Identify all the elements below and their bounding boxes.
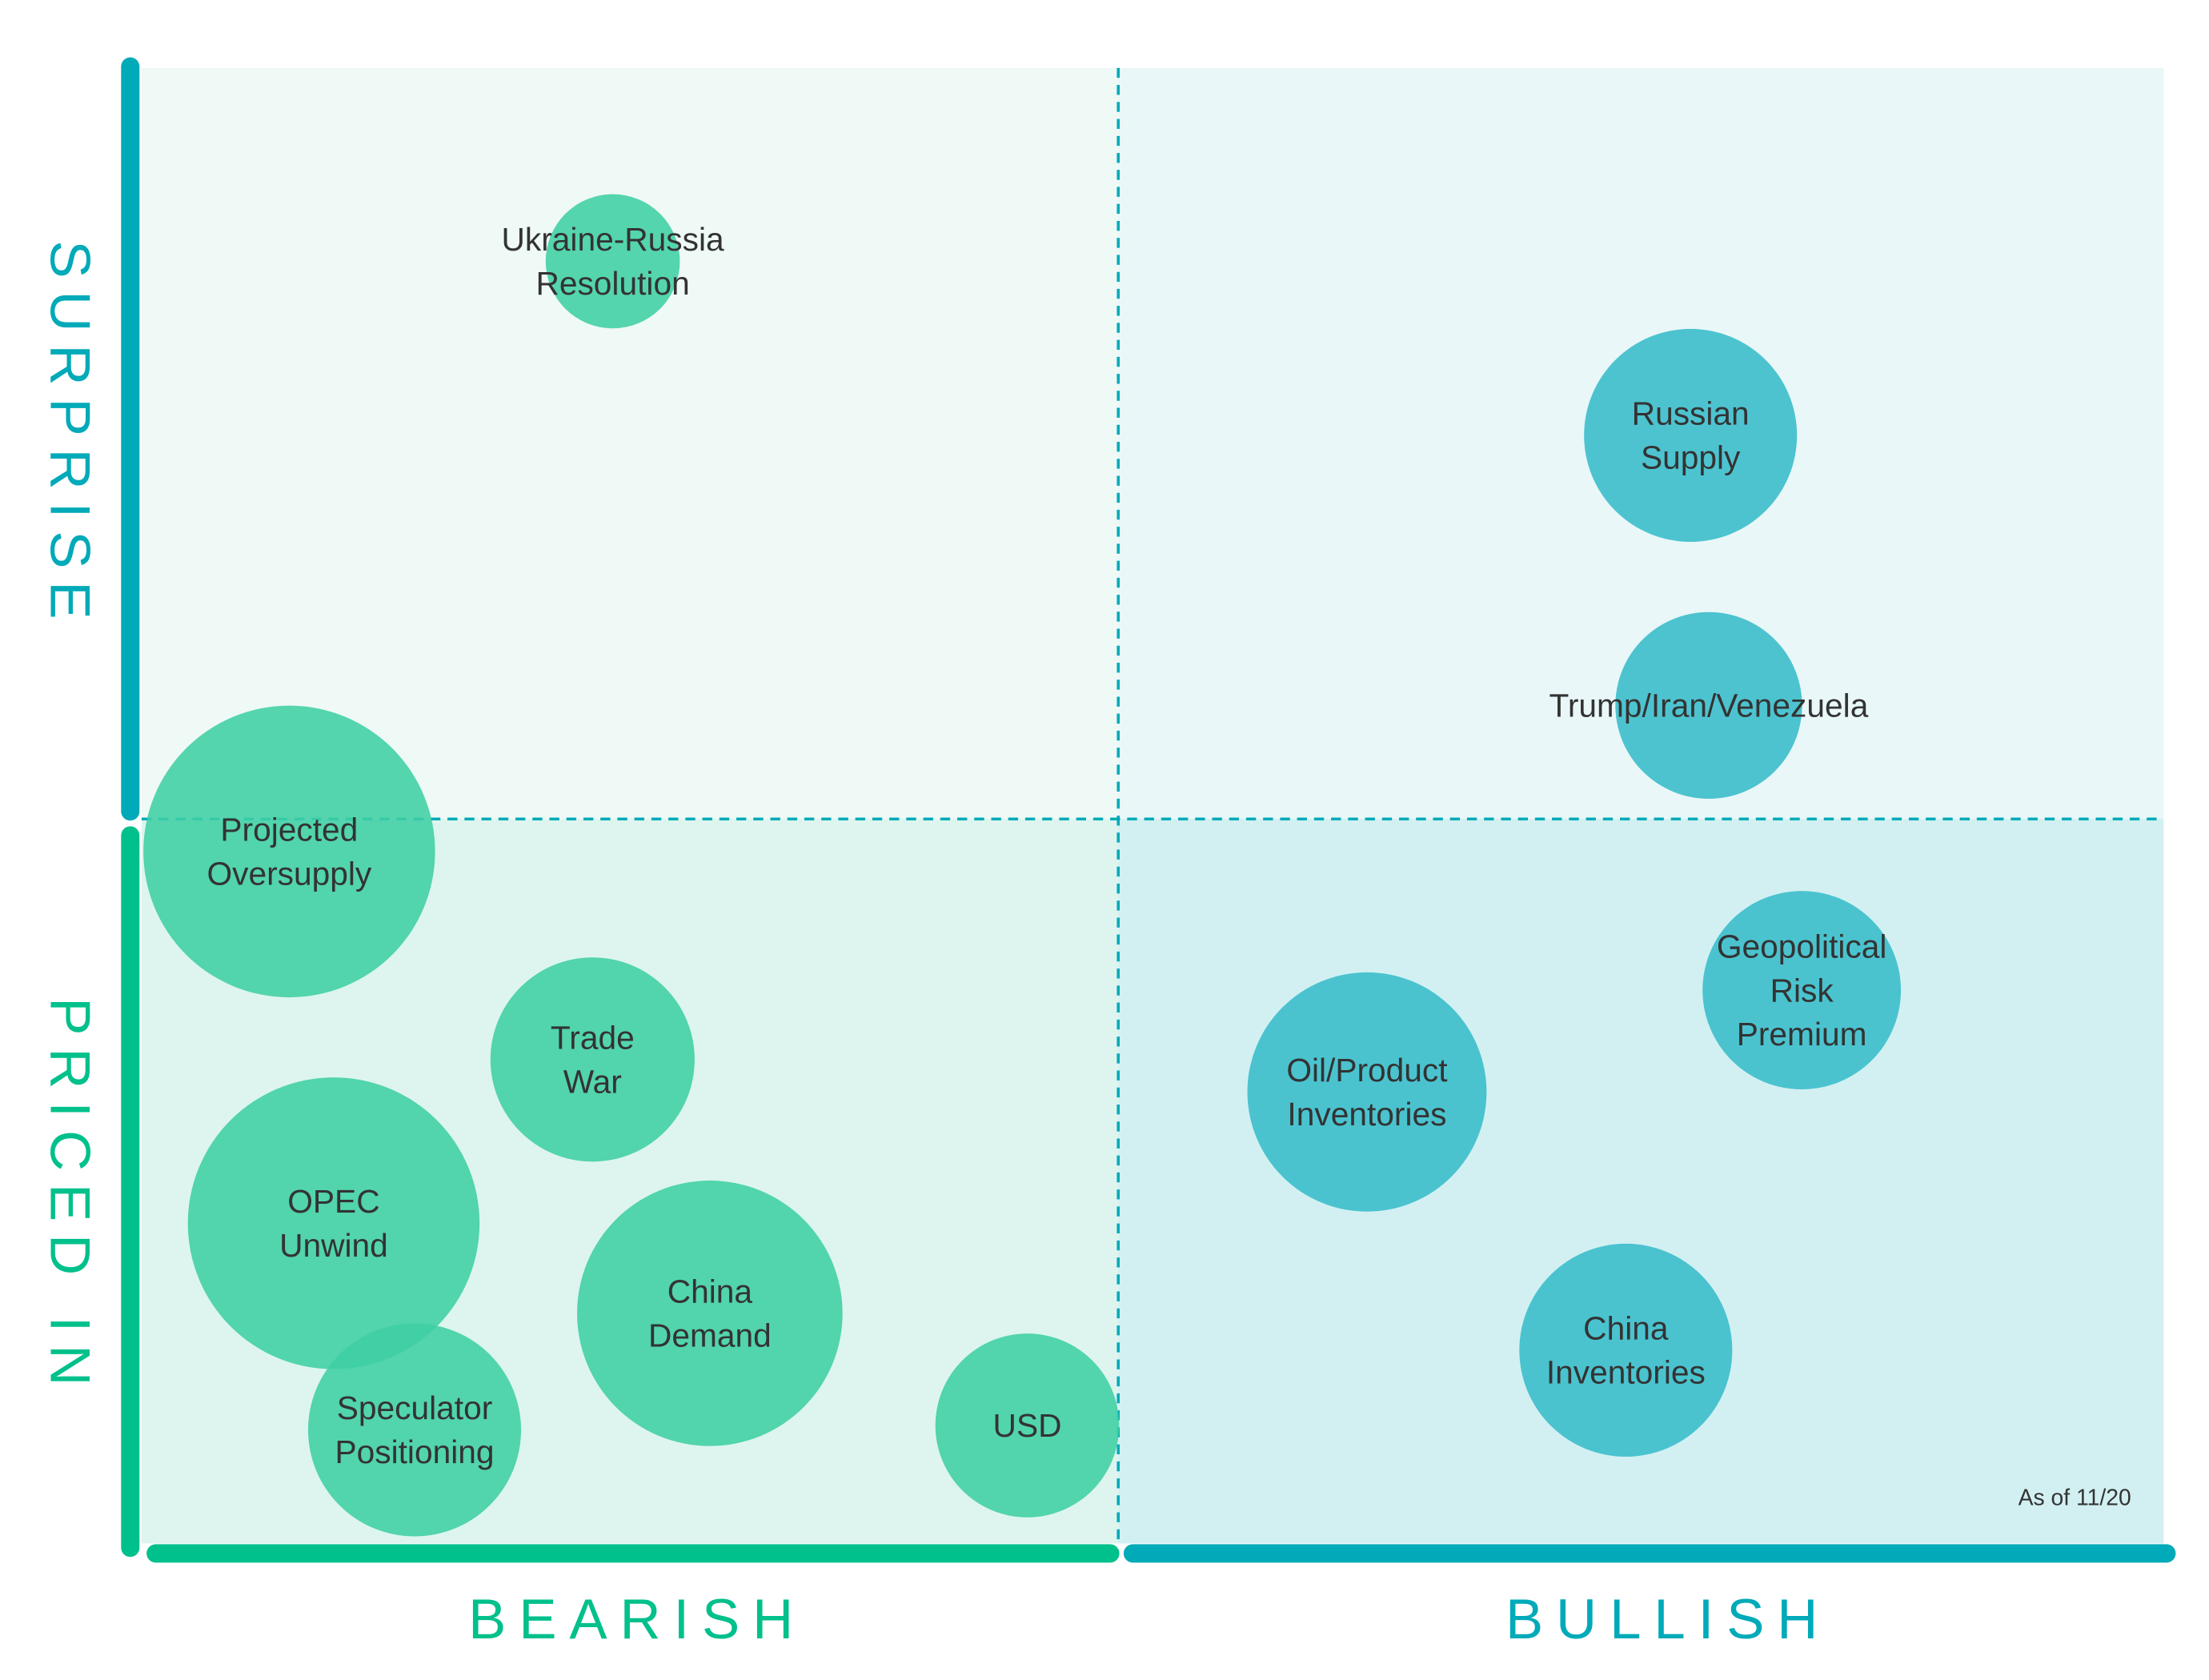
bubble-label: China (668, 1273, 753, 1310)
bubble-label: Trump/Iran/Venezuela (1550, 687, 1869, 724)
bubble-label: OPEC (287, 1183, 379, 1220)
bubble-label: Resolution (535, 265, 689, 302)
bubble-label: Inventories (1287, 1096, 1446, 1133)
bubble-circle (545, 194, 680, 329)
bubble-label: Geopolitical (1717, 928, 1887, 964)
bubble-label: Russian (1632, 395, 1750, 432)
bubble-label: Positioning (335, 1433, 494, 1470)
bubble-circle (1519, 1243, 1733, 1457)
as-of-note: As of 11/20 (2019, 1485, 2131, 1510)
quadrant-backgrounds (141, 67, 2164, 1544)
bubble-label: Ukraine-Russia (502, 221, 724, 258)
y-axis-label-surprise: SURPRISE (39, 240, 102, 632)
bubble-label: Projected (220, 812, 358, 848)
x-axis-label-bearish: BEARISH (468, 1587, 806, 1650)
bubble-circle (187, 1077, 480, 1369)
bubble-circle (1584, 328, 1798, 542)
quadrant-surprise-bearish (141, 67, 1119, 820)
bubble-circle (143, 705, 435, 998)
bubble-circle (1702, 891, 1902, 1090)
bubble-circle (490, 957, 695, 1162)
bubble-label: Demand (648, 1317, 772, 1353)
bubbles: Ukraine-RussiaResolutionRussianSupplyTru… (143, 194, 1902, 1537)
y-axis-label-priced-in: PRICED IN (39, 997, 102, 1398)
quadrant-dividers (141, 67, 2164, 1544)
bubble-label: War (563, 1063, 622, 1100)
bubble-label: Oversupply (206, 855, 371, 892)
bubble-label: Supply (1641, 439, 1741, 476)
bubble-label: Oil/Product (1286, 1052, 1447, 1089)
axes (121, 57, 2176, 1563)
bubble-label: Premium (1737, 1016, 1867, 1053)
bubble-label: Trade (551, 1020, 635, 1057)
bubble-circle (935, 1333, 1120, 1518)
bubble-label: China (1583, 1310, 1669, 1347)
bubble-label: Speculator (337, 1389, 493, 1426)
bubble-point: OPEC Unwind (187, 1077, 480, 1369)
bubble-label: Risk (1770, 972, 1834, 1008)
bubble-circle (1615, 611, 1802, 799)
bubble-circle (1247, 972, 1487, 1212)
bubble-point: USD (935, 1333, 1120, 1518)
x-axis-label-bullish: BULLISH (1505, 1587, 1830, 1650)
bubble-circle (577, 1181, 843, 1446)
bubble-point: Trump/Iran/Venezuela (1550, 611, 1869, 799)
bubble-label: USD (993, 1407, 1062, 1444)
bubble-circle (307, 1323, 522, 1537)
bubble-label: Unwind (279, 1227, 388, 1264)
bubble-label: Inventories (1546, 1354, 1706, 1391)
